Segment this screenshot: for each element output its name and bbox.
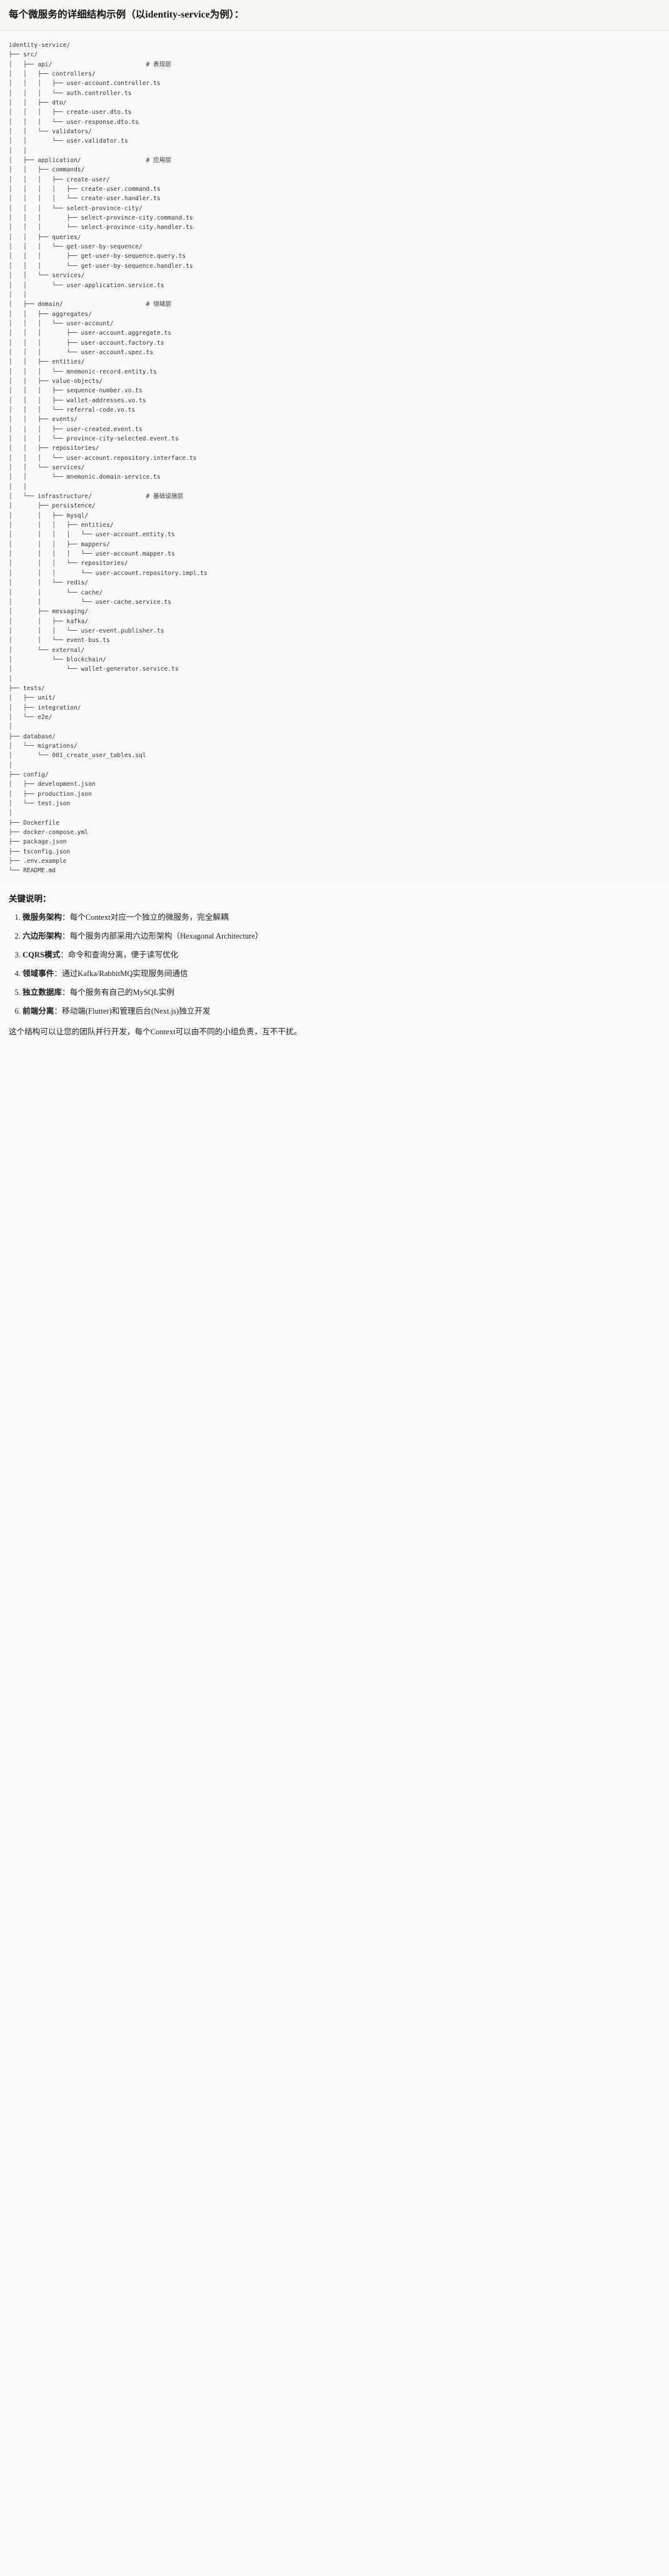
key-note-description: 通过Kafka/RabbitMQ实现服务间通信 xyxy=(61,969,188,979)
document-header: 每个微服务的详细结构示例（以identity-service为例）： xyxy=(0,0,669,31)
key-notes-section: 关键说明： 微服务架构：每个Context对应一个独立的微服务，完全解耦六边形架… xyxy=(0,893,669,1049)
key-note-separator: ： xyxy=(54,1006,62,1016)
page-title: 每个微服务的详细结构示例（以identity-service为例）： xyxy=(9,9,244,20)
key-note-term: CQRS模式 xyxy=(23,950,61,960)
key-note-separator: ： xyxy=(61,932,70,941)
key-note-separator: ： xyxy=(54,969,62,979)
key-note-description: 移动端(Flutter)和管理后台(Next.js)独立开发 xyxy=(61,1006,211,1016)
key-note-separator: ： xyxy=(61,987,70,997)
key-note-separator: ： xyxy=(60,950,68,960)
key-note-separator: ： xyxy=(61,913,70,922)
directory-tree: identity-service/ ├── src/ │ ├── api/ # … xyxy=(9,41,208,875)
key-notes-list: 微服务架构：每个Context对应一个独立的微服务，完全解耦六边形架构：每个服务… xyxy=(9,912,660,1017)
key-note-item: 独立数据库：每个服务有自己的MySQL实例 xyxy=(23,987,660,999)
key-note-item: CQRS模式：命令和查询分离，便于读写优化 xyxy=(23,949,660,961)
key-note-description: 每个服务有自己的MySQL实例 xyxy=(69,987,174,997)
key-note-term: 独立数据库 xyxy=(23,987,62,997)
directory-tree-block: identity-service/ ├── src/ │ ├── api/ # … xyxy=(0,30,669,885)
key-note-description: 命令和查询分离，便于读写优化 xyxy=(68,950,179,960)
document-page: 每个微服务的详细结构示例（以identity-service为例）： ident… xyxy=(0,0,669,1049)
key-note-item: 六边形架构：每个服务内部采用六边形架构（Hexagonal Architectu… xyxy=(23,930,660,942)
key-note-description: 每个服务内部采用六边形架构（Hexagonal Architecture） xyxy=(69,932,263,941)
key-notes-title: 关键说明： xyxy=(9,893,51,904)
key-note-item: 前端分离：移动端(Flutter)和管理后台(Next.js)独立开发 xyxy=(23,1005,660,1017)
key-note-description: 每个Context对应一个独立的微服务，完全解耦 xyxy=(69,913,229,922)
key-note-term: 微服务架构 xyxy=(23,913,62,922)
key-note-term: 六边形架构 xyxy=(23,932,62,941)
key-note-item: 领域事件：通过Kafka/RabbitMQ实现服务间通信 xyxy=(23,968,660,980)
key-note-term: 前端分离 xyxy=(23,1006,54,1016)
key-note-term: 领域事件 xyxy=(23,969,54,979)
closing-paragraph: 这个结构可以让您的团队并行开发，每个Context可以由不同的小组负责，互不干扰… xyxy=(9,1027,302,1036)
key-note-item: 微服务架构：每个Context对应一个独立的微服务，完全解耦 xyxy=(23,912,660,924)
